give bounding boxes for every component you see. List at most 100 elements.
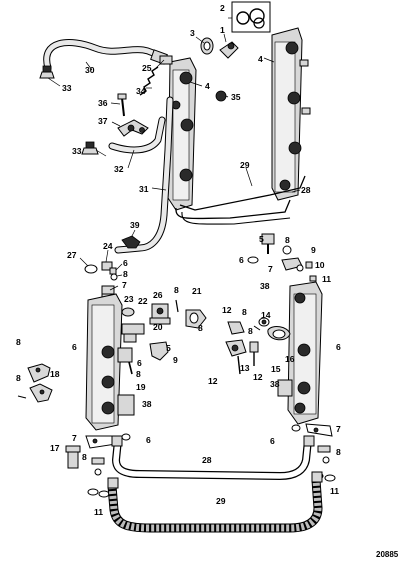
callout-7: 7 [122,280,127,290]
bracket-20 [121,323,145,343]
callout-29: 29 [216,496,226,506]
callout-9: 9 [311,245,316,255]
cap-33-lower [81,141,99,155]
callout-labels: 2 1 3 4 4 35 25 34 36 37 33 30 33 32 31 … [16,3,399,559]
callout-33: 33 [72,146,82,156]
callout-6: 6 [336,342,341,352]
cap-33-upper [39,65,55,79]
washer-6-right [291,424,301,432]
bracket-7-lower-right [305,423,333,464]
fuel-rail-lower-left [85,293,135,431]
callout-3: 3 [190,28,195,38]
callout-12: 12 [208,376,218,386]
callout-5: 5 [166,343,171,353]
clamp-37 [117,119,149,137]
center-components [225,317,291,375]
callout-20: 20 [153,322,163,332]
callout-8: 8 [174,285,179,295]
callout-31: 31 [139,184,149,194]
callout-14: 14 [261,310,271,320]
fuel-rail-lower-right [277,281,323,425]
callout-7: 7 [268,264,273,274]
callout-8: 8 [16,373,21,383]
callout-17: 17 [50,443,60,453]
clip-5-9 [149,341,169,361]
callout-21: 21 [192,286,202,296]
inlet-fitting-17 [65,445,81,469]
callout-11: 11 [94,507,103,517]
callout-8: 8 [336,447,341,457]
hose-32 [108,116,166,154]
callout-5: 5 [259,234,264,244]
vent-hose-30 [43,39,173,72]
seal-washer [200,37,214,55]
callout-8: 8 [16,337,21,347]
callout-10: 10 [315,260,325,270]
callout-37: 37 [98,116,108,126]
callout-30: 30 [85,65,95,75]
callout-32: 32 [114,164,124,174]
callout-38: 38 [260,281,270,291]
callout-26: 26 [153,290,163,300]
callout-8: 8 [248,326,253,336]
callout-19: 19 [136,382,146,392]
callout-7: 7 [72,433,77,443]
callout-6: 6 [123,258,128,268]
fuel-lines-top [175,175,306,225]
callout-4: 4 [205,81,210,91]
fuel-rail-top-left [167,57,197,211]
fuel-hose-29-braided [107,471,323,533]
washer-27 [84,264,98,274]
callout-6: 6 [270,436,275,446]
oring-kit-box [231,1,271,33]
regulator-26 [149,303,171,325]
callout-11: 11 [330,486,339,496]
callout-13: 13 [240,363,250,373]
callout-12: 12 [222,305,232,315]
callout-22: 22 [138,296,148,306]
callout-36: 36 [98,98,108,108]
callout-29: 29 [240,160,250,170]
fuel-hose-28 [111,435,315,481]
callout-24: 24 [103,241,113,251]
leader-lines [47,17,301,291]
callout-4: 4 [258,54,263,64]
clip-39 [121,235,141,249]
callout-8: 8 [242,307,247,317]
plug-24 [101,261,113,271]
callout-38: 38 [270,379,280,389]
callout-28: 28 [301,185,311,195]
fuel-rail-top-right [271,27,311,201]
callout-2: 2 [220,3,225,13]
callout-6: 6 [72,342,77,352]
callout-33: 33 [62,83,72,93]
callout-15: 15 [271,364,281,374]
callout-12: 12 [253,372,263,382]
valve-21 [175,299,207,329]
callout-16: 16 [285,354,295,364]
callout-38: 38 [142,399,152,409]
callout-8: 8 [136,369,141,379]
callout-27: 27 [67,250,77,260]
callout-8: 8 [285,235,290,245]
callout-1: 1 [220,25,225,35]
spring-34 [139,66,159,96]
callout-18: 18 [50,369,60,379]
callout-8: 8 [82,452,87,462]
callout-25: 25 [142,63,152,73]
callout-9: 9 [173,355,178,365]
fitting-elbow [219,41,239,59]
washers-11-lower-left [87,488,110,498]
bolt-36 [117,93,127,117]
regulator-group-6-8 [101,267,118,295]
callout-23: 23 [124,294,134,304]
callout-28: 28 [202,455,212,465]
fitting-35 [215,90,227,102]
bracket-18-group [17,363,53,403]
callout-8: 8 [198,323,203,333]
washer-6-center [121,433,131,441]
callout-39: 39 [130,220,140,230]
callout-6: 6 [137,358,142,368]
